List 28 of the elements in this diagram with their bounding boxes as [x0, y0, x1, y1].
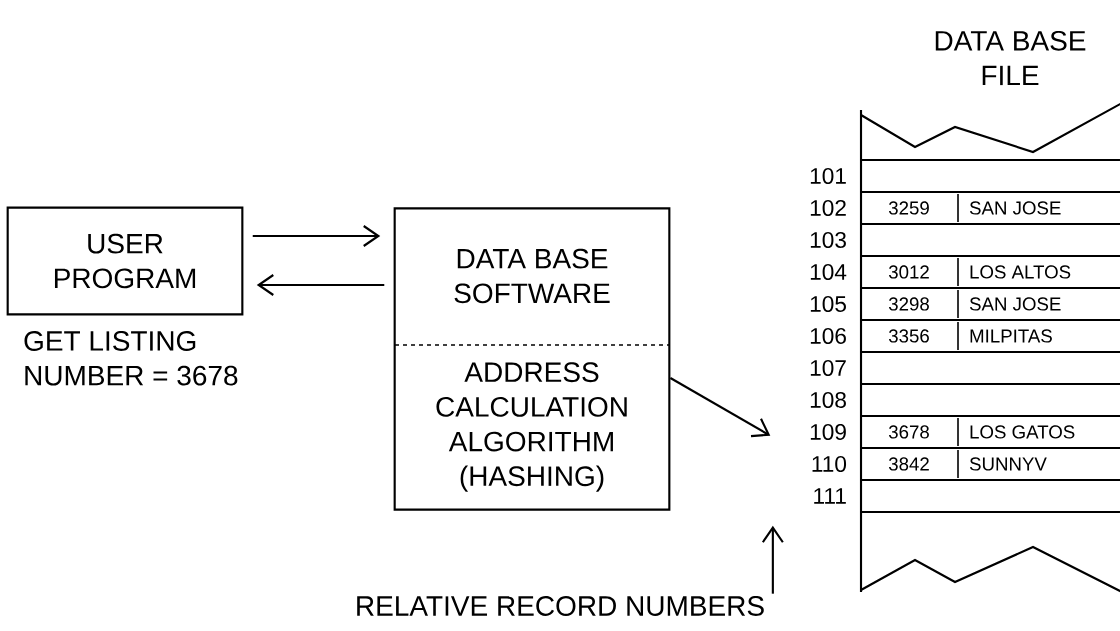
empty-record-row	[861, 190, 1120, 194]
record-row: 3012 LOS ALTOS	[861, 257, 1120, 290]
arrow	[252, 225, 381, 247]
empty-record-row	[861, 478, 1120, 514]
empty-record-row	[861, 254, 1120, 258]
empty-record-row	[861, 382, 1120, 386]
row-number: 108	[810, 391, 846, 409]
row-number: 107	[810, 359, 846, 377]
record-row: 3356 MILPITAS	[861, 318, 1120, 354]
arrow	[669, 377, 771, 438]
row-number: 109	[810, 423, 846, 441]
row-number: 103	[810, 231, 846, 249]
row-number: 104	[810, 263, 847, 281]
row-number: 102	[810, 199, 846, 217]
row-number: 105	[810, 295, 846, 313]
row-number: 106	[810, 327, 846, 345]
arrow	[256, 274, 385, 296]
program-box: USER PROGRAM	[6, 206, 244, 316]
software-box: DATA BASE SOFTWARE ADDRESS CALCULATION ALGORITHM (HASHING)	[393, 207, 671, 511]
arrow	[761, 525, 784, 594]
caption-text: RELATIVE RECORD NUMBERS	[357, 596, 764, 616]
row-number: 111	[814, 488, 846, 504]
row-number: 101	[810, 167, 846, 185]
record-row: 3298 SAN JOSE	[861, 286, 1120, 322]
record-row: 3678 LOS GATOS	[861, 417, 1120, 450]
record-row: 3842 SUNNYV	[861, 446, 1120, 482]
record-row: 3259 SAN JOSE	[861, 193, 1120, 226]
row-number: 110	[812, 455, 847, 473]
